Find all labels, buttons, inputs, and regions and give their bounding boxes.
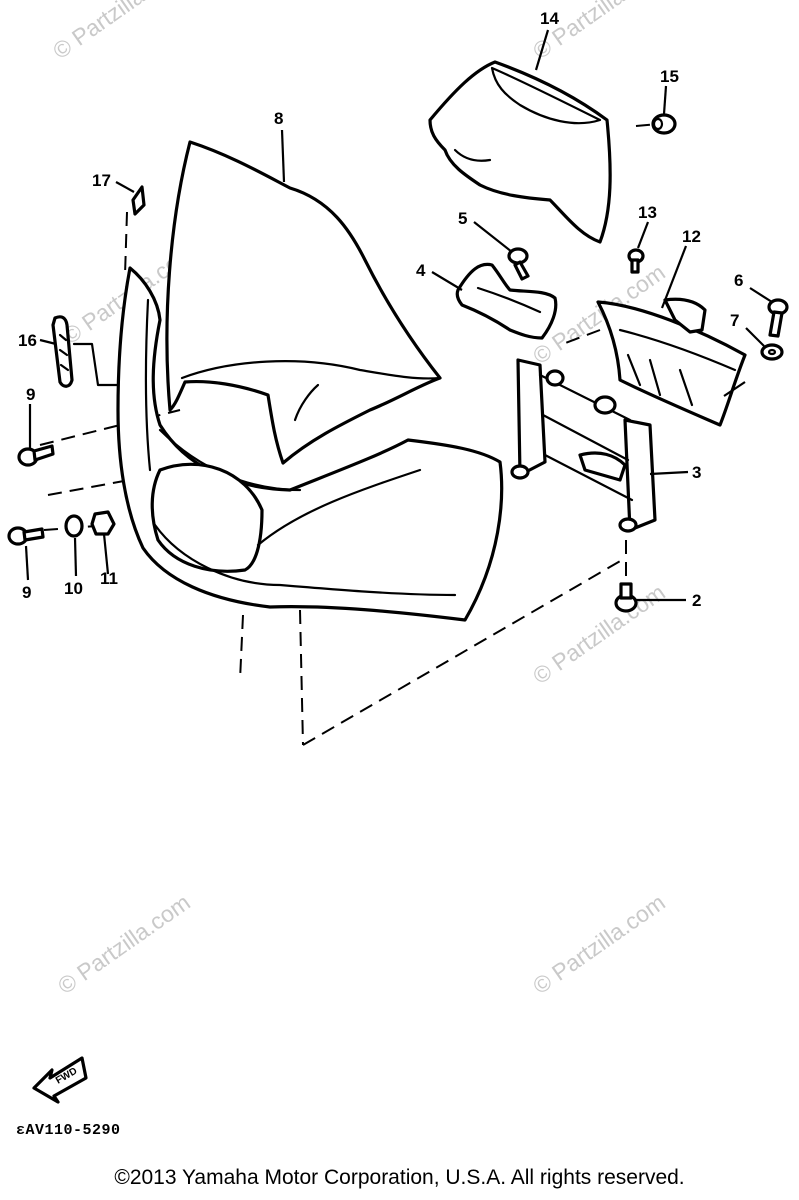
callout-17: 17 — [92, 171, 111, 190]
copyright-notice: ©2013 Yamaha Motor Corporation, U.S.A. A… — [114, 1166, 685, 1189]
washer-part-7 — [760, 343, 784, 361]
bolt-part-13 — [627, 248, 645, 274]
windshield-part-8 — [165, 140, 442, 465]
emblem-part-16 — [51, 315, 120, 388]
callout-7: 7 — [730, 311, 739, 330]
callout-10: 10 — [64, 579, 83, 598]
nut-part-11 — [90, 510, 116, 536]
callout-3: 3 — [692, 463, 701, 482]
callout-16: 16 — [18, 331, 37, 350]
callout-5: 5 — [458, 209, 467, 228]
collar-part-10 — [64, 514, 84, 538]
meter-cover-part-14 — [428, 60, 612, 244]
frame-part-3 — [510, 358, 657, 533]
callout-9-upper: 9 — [26, 385, 35, 404]
piece-part-17 — [131, 185, 146, 216]
callout-2: 2 — [692, 591, 701, 610]
callouts: 8 14 15 5 4 13 12 6 7 3 2 17 16 9 9 10 1… — [18, 9, 743, 610]
screw-part-9-upper — [17, 444, 55, 467]
callout-4: 4 — [416, 261, 426, 280]
grommet-part-15 — [651, 113, 677, 135]
watermark: © Partzilla.com — [528, 579, 670, 689]
leader-lines — [24, 29, 773, 602]
upper-fairing — [116, 266, 504, 622]
callout-6: 6 — [734, 271, 743, 290]
diagram-code: εAV110-5290 — [16, 1122, 121, 1139]
watermark: © Partzilla.com — [53, 889, 195, 999]
forward-arrow-icon: FWD — [32, 1056, 88, 1104]
callout-9-lower: 9 — [22, 583, 31, 602]
callout-15: 15 — [660, 67, 679, 86]
bracket-part-4 — [455, 262, 558, 340]
bolt-part-2 — [614, 582, 638, 613]
callout-8: 8 — [274, 109, 283, 128]
callout-12: 12 — [682, 227, 701, 246]
bolt-part-5 — [507, 247, 530, 281]
callout-11: 11 — [100, 569, 118, 588]
screw-part-9-lower — [7, 526, 45, 546]
callout-13: 13 — [638, 203, 657, 222]
bolt-part-6 — [767, 298, 789, 338]
watermark: © Partzilla.com — [48, 0, 190, 64]
watermark: © Partzilla.com — [528, 889, 670, 999]
callout-14: 14 — [540, 9, 559, 28]
stay-part-12 — [596, 297, 747, 427]
